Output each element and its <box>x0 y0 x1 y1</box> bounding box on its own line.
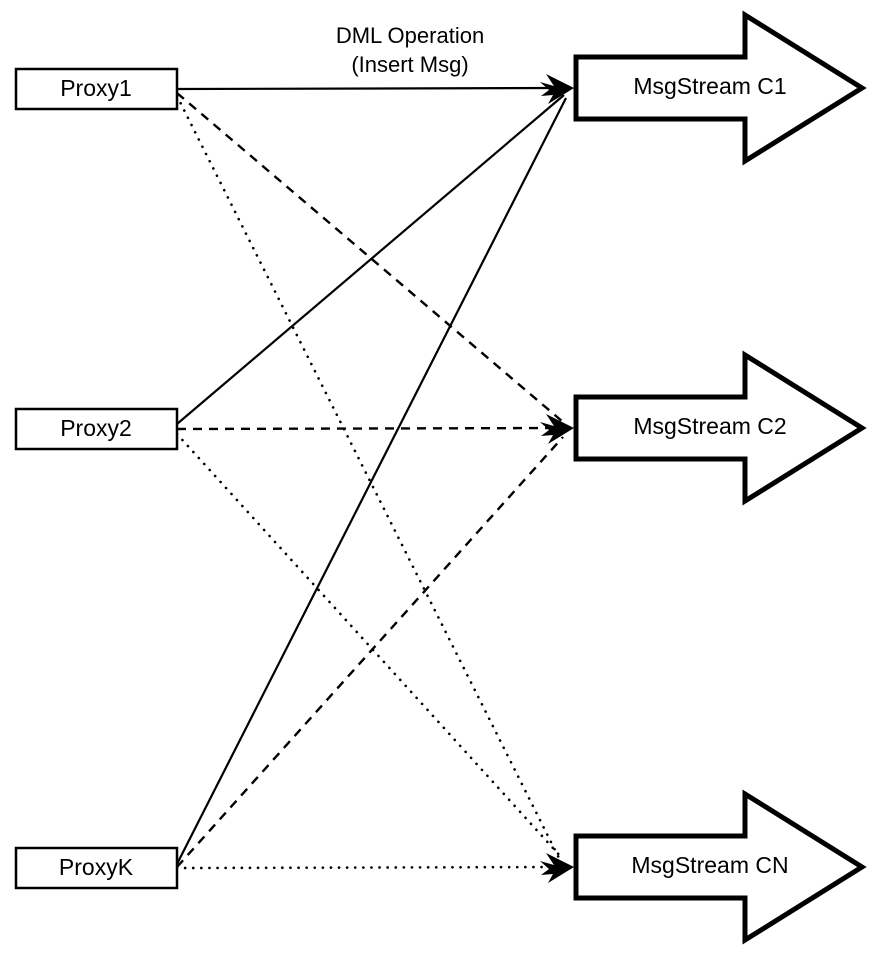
stream-c1-arrow-shape[interactable] <box>573 10 867 166</box>
proxy2-label: Proxy2 <box>60 415 132 441</box>
proxy-node-proxy2[interactable]: Proxy2 <box>14 407 179 451</box>
stream-c2-arrow-shape[interactable] <box>573 350 867 506</box>
stream-c1-label: MsgStream C1 <box>633 73 786 99</box>
link-proxyk-stream-c2[interactable] <box>176 436 564 868</box>
arrowhead-stream-cn <box>540 853 574 883</box>
proxy2-box[interactable] <box>14 407 179 451</box>
link-proxy2-stream-c2[interactable] <box>176 426 566 431</box>
annotation-line-2: (Insert Msg) <box>351 52 468 77</box>
proxy1-box[interactable] <box>14 67 179 111</box>
links-group <box>175 86 568 870</box>
link-proxy1-stream-cn[interactable] <box>175 94 562 862</box>
link-proxy2-stream-cn[interactable] <box>175 432 564 860</box>
annotation-line-1: DML Operation <box>336 23 484 48</box>
stream-cn-arrow-shape[interactable] <box>573 789 867 945</box>
proxyk-box[interactable] <box>14 846 179 890</box>
arrowhead-stream-c2 <box>540 414 574 444</box>
link-proxyk-stream-c1[interactable] <box>176 97 567 865</box>
arrowhead-stream-c1 <box>540 74 574 104</box>
proxy-node-proxy1[interactable]: Proxy1 <box>14 67 179 111</box>
proxy1-label: Proxy1 <box>60 75 132 101</box>
stream-c2-label: MsgStream C2 <box>633 413 786 439</box>
link-proxyk-stream-cn[interactable] <box>175 865 566 870</box>
arrowheads-group <box>540 74 574 883</box>
stream-node-c2[interactable]: MsgStream C2 <box>573 350 867 506</box>
stream-cn-label: MsgStream CN <box>631 852 788 878</box>
proxy-node-proxyk[interactable]: ProxyK <box>14 846 179 890</box>
link-proxy1-stream-c1[interactable] <box>176 86 568 91</box>
stream-node-c1[interactable]: MsgStream C1 <box>573 10 867 166</box>
link-proxy2-stream-c1[interactable] <box>176 94 565 425</box>
link-proxy1-stream-c2[interactable] <box>176 92 564 423</box>
edge-annotation-group: DML Operation (Insert Msg) <box>336 23 484 77</box>
proxyk-label: ProxyK <box>59 854 134 880</box>
stream-node-cn[interactable]: MsgStream CN <box>573 789 867 945</box>
